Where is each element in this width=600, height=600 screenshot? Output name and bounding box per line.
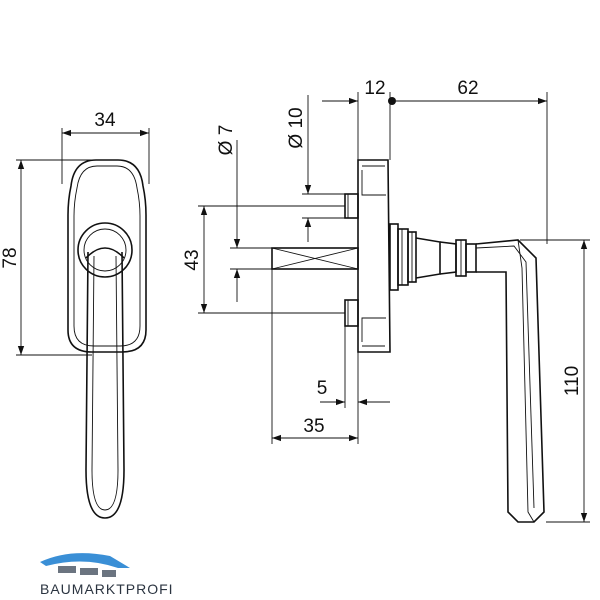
front-lever-cap [85,247,125,259]
front-rose-outline [67,159,147,353]
front-rose-inner [73,165,141,347]
label-rose-dia: Ø 10 [286,107,307,148]
label-handle-length: 110 [562,366,583,396]
label-rose-thickness: 12 [364,78,385,99]
logo-roof-icon [40,553,130,568]
logo-bar-1 [58,566,76,573]
label-spindle-dia: Ø 7 [216,125,237,156]
label-spindle-step: 5 [317,378,328,399]
dim-rose-dia: Ø 10 [286,95,345,242]
dim-handle-length: 110 [520,239,590,523]
dim-rose-thickness: 12 [322,78,396,160]
dim-spindle-step: 5 [317,326,390,408]
front-view [67,159,147,519]
label-spindle-length: 35 [303,416,324,437]
front-collar-inner [83,228,127,272]
dim-screw-spacing: 43 [182,205,345,314]
dim-front-height: 78 [0,159,92,356]
dim-spindle-dia: Ø 7 [216,125,272,302]
side-spindle [271,247,359,270]
label-front-width: 34 [94,110,116,131]
label-screw-spacing: 43 [182,249,203,270]
dim-handle-projection: 62 [396,78,548,244]
dim-spindle-length: 35 [271,269,359,444]
label-handle-projection: 62 [457,78,478,99]
front-collar-outer [77,222,133,278]
side-lever-arm [475,239,545,523]
side-screw-top [344,193,359,219]
side-screw-bottom [344,299,359,327]
side-view [271,159,545,523]
side-rose-plate [357,159,391,353]
logo-text: BAUMARKTPROFI [40,581,174,597]
label-front-height: 78 [0,247,21,268]
datum-dot [388,97,396,105]
side-collar [389,223,477,291]
front-lever [85,251,125,519]
baumarktprofi-logo: BAUMARKTPROFI [40,553,174,597]
logo-bar-2 [80,568,98,575]
logo-bar-3 [102,570,116,577]
front-lever-inner [91,255,119,511]
dim-front-width: 34 [61,110,150,184]
